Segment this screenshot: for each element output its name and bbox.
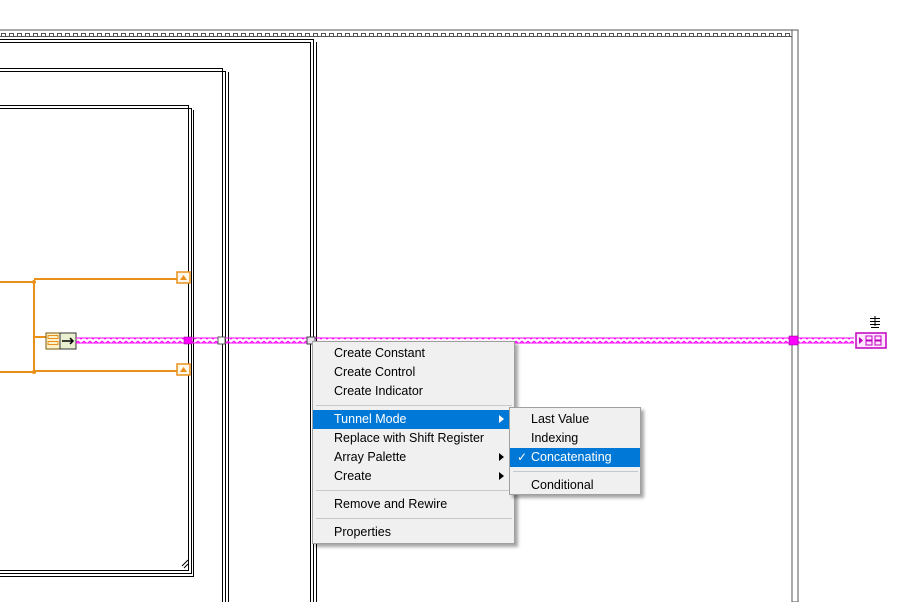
submenu-arrow-icon — [499, 415, 504, 423]
nested-structure-2 — [0, 68, 229, 602]
menu-separator — [316, 518, 512, 519]
menu-separator — [316, 405, 512, 406]
submenu-item-concatenating[interactable]: ✓ Concatenating — [510, 448, 640, 467]
menu-item-remove-and-rewire[interactable]: Remove and Rewire — [313, 495, 514, 514]
submenu-arrow-icon — [499, 453, 504, 461]
tunnel-mode-submenu: Last Value Indexing ✓ Concatenating Cond… — [509, 407, 641, 495]
orange-terminal-top — [176, 271, 191, 284]
orange-wires — [0, 278, 178, 373]
submenu-item-indexing[interactable]: Indexing — [510, 429, 640, 448]
menu-separator — [513, 471, 638, 472]
menu-item-array-palette[interactable]: Array Palette — [313, 448, 514, 467]
cluster-indicator-terminal — [855, 316, 887, 349]
menu-item-label: Array Palette — [334, 450, 407, 464]
submenu-item-last-value[interactable]: Last Value — [510, 410, 640, 429]
menu-item-create-control[interactable]: Create Control — [313, 363, 514, 382]
menu-item-label: Replace with Shift Register — [334, 431, 485, 445]
menu-item-tunnel-mode[interactable]: Tunnel Mode — [313, 410, 514, 429]
menu-item-replace-with-shift-register[interactable]: Replace with Shift Register — [313, 429, 514, 448]
orange-terminal-bottom — [176, 363, 191, 376]
submenu-item-conditional[interactable]: Conditional — [510, 476, 640, 495]
menu-item-create[interactable]: Create — [313, 467, 514, 486]
tunnel-context-menu: Create Constant Create Control Create In… — [312, 341, 515, 544]
menu-item-create-indicator[interactable]: Create Indicator — [313, 382, 514, 401]
nested-structure-1 — [0, 39, 317, 602]
menu-item-label: Remove and Rewire — [334, 497, 448, 511]
tunnel-selected[interactable] — [306, 336, 316, 345]
menu-item-label: Create Control — [334, 365, 416, 379]
menu-item-label: Conditional — [531, 478, 594, 492]
menu-item-label: Create — [334, 469, 372, 483]
menu-item-label: Last Value — [531, 412, 590, 426]
bundle-node — [45, 332, 77, 350]
outer-loop-structure — [0, 29, 799, 602]
menu-item-label: Concatenating — [531, 450, 612, 464]
menu-item-label: Indexing — [531, 431, 579, 445]
tunnel-middle — [217, 336, 226, 345]
checkmark-icon: ✓ — [517, 450, 528, 464]
tunnel-outer — [788, 335, 799, 346]
menu-item-label: Create Indicator — [334, 384, 423, 398]
menu-item-label: Tunnel Mode — [334, 412, 407, 426]
menu-item-properties[interactable]: Properties — [313, 523, 514, 542]
submenu-arrow-icon — [499, 472, 504, 480]
menu-item-create-constant[interactable]: Create Constant — [313, 344, 514, 363]
menu-separator — [316, 490, 512, 491]
menu-item-label: Properties — [334, 525, 391, 539]
tunnel-inner — [183, 336, 193, 345]
menu-item-label: Create Constant — [334, 346, 426, 360]
